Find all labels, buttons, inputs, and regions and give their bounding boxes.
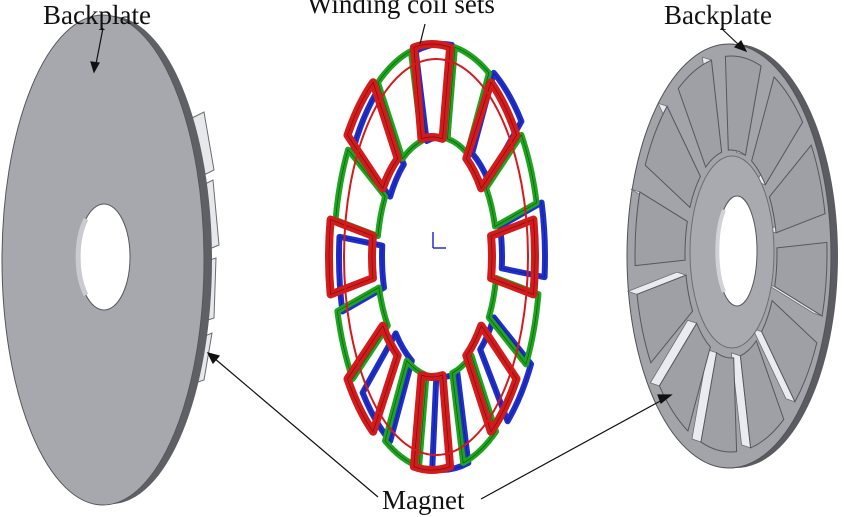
leader-magnet-left [213, 357, 379, 498]
coil-outline [338, 236, 385, 312]
right-backplate [626, 43, 838, 469]
magnet-face [634, 191, 688, 267]
leader-winding [419, 23, 426, 45]
magnet-face [644, 105, 701, 209]
axis-triad-icon [432, 232, 446, 249]
coil-outline [347, 324, 399, 433]
stator-winding-coils [325, 40, 548, 474]
leader-magnet-right [480, 398, 665, 500]
coil-outline [413, 374, 451, 471]
label-magnet: Magnet [382, 485, 465, 515]
leader-magnet-right-arrow [657, 394, 673, 404]
magnet-face [700, 351, 738, 453]
coil-outline [490, 219, 536, 295]
right-backplate-magnets [626, 55, 828, 453]
magnet-face [636, 274, 694, 364]
magnet-face [774, 241, 828, 317]
label-winding-coil-sets: Winding coil sets [307, 0, 495, 19]
coil-outline [465, 81, 517, 190]
coil-outline [471, 72, 522, 182]
coil-outline [465, 324, 517, 433]
label-right-backplate: Backplate [664, 0, 772, 30]
coil-outline [447, 46, 490, 154]
coil-outline [499, 202, 546, 278]
coil-outline [328, 219, 374, 295]
leader-magnet-left-arrow [206, 352, 221, 365]
label-left-backplate: Backplate [43, 0, 151, 30]
leader-left-backplate-arrow [90, 61, 100, 74]
coil-ring [343, 58, 529, 456]
magnet-face [677, 59, 723, 169]
magnet-face [768, 144, 826, 234]
magnet-face [724, 55, 762, 157]
coil-outline [485, 134, 537, 227]
magnet-face [761, 299, 818, 403]
magnet-face [658, 322, 711, 432]
coil-outline [413, 43, 451, 140]
leader-right-backplate [720, 27, 741, 47]
left-backplate [1, 14, 220, 506]
coil-outline [451, 354, 497, 464]
leader-left-backplate [95, 27, 104, 65]
magnet-face [739, 339, 785, 449]
magnet-face [751, 76, 804, 186]
leader-right-backplate-arrow [733, 39, 748, 53]
coil-outline [347, 81, 399, 190]
coil-outline [488, 277, 539, 366]
coil-red [325, 215, 377, 299]
leader-lines [90, 23, 748, 500]
coil-outline [335, 148, 386, 237]
